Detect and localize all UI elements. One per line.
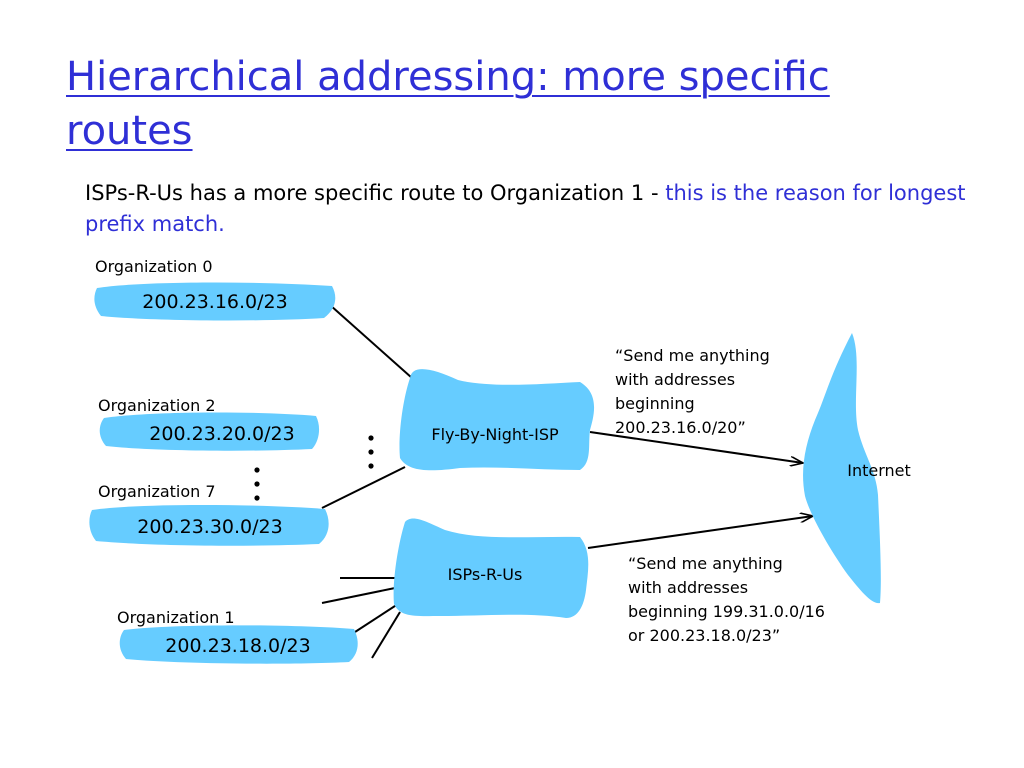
subtitle-text: ISPs-R-Us has a more specific route to O… — [85, 181, 666, 205]
org7-prefix: 200.23.30.0/23 — [137, 516, 282, 538]
announcement-line: 200.23.16.0/20” — [615, 418, 746, 437]
more-orgs-dots — [254, 435, 374, 501]
announcement-line: with addresses — [615, 370, 735, 389]
link-risp-stub-3 — [354, 603, 399, 633]
link-risp-stub-2 — [321, 587, 396, 604]
announcement-line: beginning — [615, 394, 695, 413]
subtitle-highlight: this is the reason for longest prefix ma… — [85, 181, 966, 236]
subtitle: ISPs-R-Us has a more specific route to O… — [85, 178, 985, 240]
fly-by-night-isp-label: Fly-By-Night-ISP — [431, 425, 559, 444]
org2-cloud — [99, 412, 320, 451]
isps-r-us-label: ISPs-R-Us — [448, 565, 523, 584]
org2-prefix: 200.23.20.0/23 — [149, 423, 294, 445]
fly-by-night-isp-cloud — [399, 369, 595, 471]
link-org0-flybynight — [329, 304, 413, 379]
org1-prefix: 200.23.18.0/23 — [165, 635, 310, 657]
link-org7-flybynight — [321, 466, 406, 509]
isps-r-us-cloud — [393, 518, 589, 618]
connection-lines — [321, 304, 813, 659]
org0-label: Organization 0 — [95, 257, 213, 276]
isprus-to-internet-arrow — [587, 516, 813, 549]
isprus-announcement: “Send me anything with addresses beginni… — [628, 554, 825, 645]
flybynight-announcement: “Send me anything with addresses beginni… — [615, 346, 770, 437]
org2-label: Organization 2 — [98, 396, 216, 415]
org0-cloud — [94, 282, 336, 321]
announcement-line: beginning 199.31.0.0/16 — [628, 602, 825, 621]
org0-prefix: 200.23.16.0/23 — [142, 291, 287, 313]
flybynight-to-internet-arrow — [589, 431, 803, 463]
internet-label: Internet — [847, 461, 911, 480]
org7-cloud — [89, 505, 329, 546]
link-org1-isprus — [371, 611, 401, 659]
org1-cloud — [119, 625, 358, 664]
announcement-line: with addresses — [628, 578, 748, 597]
announcement-line: “Send me anything — [615, 346, 770, 365]
internet-cloud — [803, 333, 881, 604]
org7-label: Organization 7 — [98, 482, 216, 501]
page-title: Hierarchical addressing: more specific r… — [66, 54, 830, 154]
announcement-line: or 200.23.18.0/23” — [628, 626, 780, 645]
org1-label: Organization 1 — [117, 608, 235, 627]
announcement-line: “Send me anything — [628, 554, 783, 573]
